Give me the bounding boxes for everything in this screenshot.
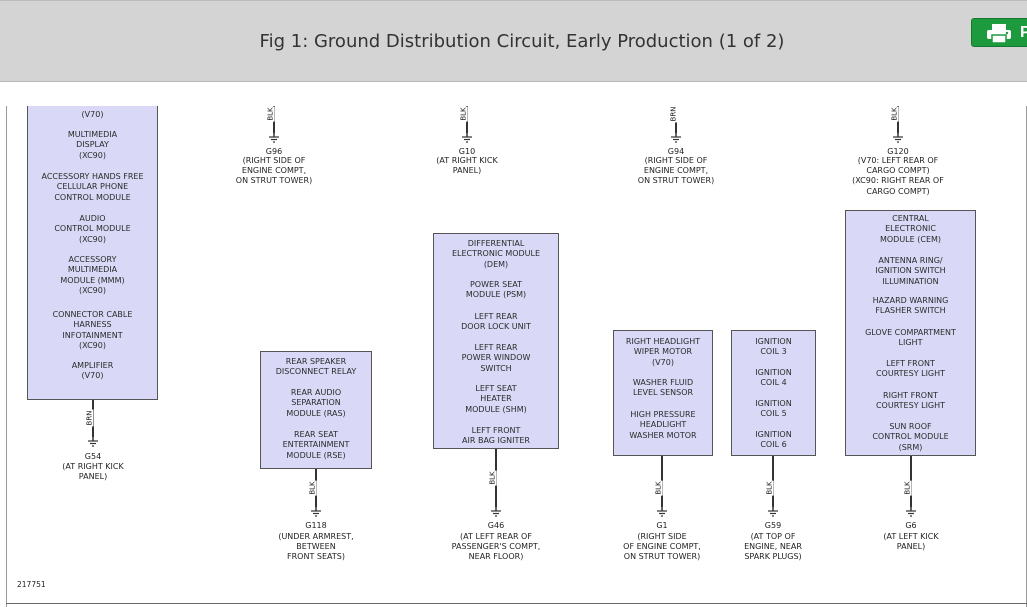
ground-location: (AT LEFT KICK PANEL) xyxy=(883,532,939,552)
component-label: LEFT REAR POWER WINDOW SWITCH xyxy=(461,343,531,373)
wire-color-label: BLK xyxy=(488,470,497,486)
component-label: GLOVE COMPARTMENT LIGHT xyxy=(865,328,956,348)
ground-id: G10 xyxy=(458,147,476,156)
ground-id: G46 xyxy=(487,521,505,530)
ground-id: G6 xyxy=(905,521,917,530)
printer-icon xyxy=(987,24,1011,44)
ground-id: G54 xyxy=(84,452,102,461)
component-label: AUDIO CONTROL MODULE (XC90) xyxy=(54,214,131,244)
ground-location: (AT RIGHT KICK PANEL) xyxy=(436,156,498,176)
component-label: WASHER FLUID LEVEL SENSOR xyxy=(632,378,694,398)
ground-location: (UNDER ARMREST, BETWEEN FRONT SEATS) xyxy=(278,532,354,562)
component-label: REAR SPEAKER DISCONNECT RELAY xyxy=(275,357,357,377)
ground-location: (RIGHT SIDE OF ENGINE COMPT, ON STRUT TO… xyxy=(637,156,715,186)
ground-symbol-icon xyxy=(491,507,501,517)
ground-location: (RIGHT SIDE OF ENGINE COMPT, ON STRUT TO… xyxy=(623,532,701,562)
ground-symbol-icon xyxy=(657,507,667,517)
component-label: REAR AUDIO SEPARATION MODULE (RAS) xyxy=(286,388,346,418)
wire-color-label: BLK xyxy=(266,106,275,122)
component-label: IGNITION COIL 3 xyxy=(755,337,792,357)
ground-id: G94 xyxy=(667,147,685,156)
component-label: LEFT SEAT HEATER MODULE (SHM) xyxy=(465,384,527,414)
component-label: ACCESSORY MULTIMEDIA MODULE (MMM) (XC90) xyxy=(60,255,125,295)
wire-color-label: BLK xyxy=(903,480,912,496)
component-label: HAZARD WARNING FLASHER SWITCH xyxy=(872,296,949,316)
ground-id: G118 xyxy=(305,521,327,530)
ground-location: (RIGHT SIDE OF ENGINE COMPT, ON STRUT TO… xyxy=(235,156,313,186)
ground-symbol-icon xyxy=(311,507,321,517)
component-label: CONNECTOR CABLE HARNESS INFOTAINMENT (XC… xyxy=(52,310,133,350)
component-label: REAR SEAT ENTERTAINMENT MODULE (RSE) xyxy=(282,430,350,460)
component-label: HIGH PRESSURE HEADLIGHT WASHER MOTOR xyxy=(629,410,697,440)
component-label: LEFT FRONT COURTESY LIGHT xyxy=(875,359,946,379)
ground-location: (AT RIGHT KICK PANEL) xyxy=(62,462,124,482)
component-box-headlight-washer: RIGHT HEADLIGHT WIPER MOTOR (V70) WASHER… xyxy=(613,330,713,456)
component-label: IGNITION COIL 5 xyxy=(755,399,792,419)
component-label: RIGHT FRONT COURTESY LIGHT xyxy=(875,391,946,411)
wire-color-label: BLK xyxy=(654,480,663,496)
ground-id: G120 xyxy=(887,147,909,156)
component-label: LEFT REAR DOOR LOCK UNIT xyxy=(461,312,531,332)
ground-symbol-icon xyxy=(269,133,279,143)
page-title: Fig 1: Ground Distribution Circuit, Earl… xyxy=(259,31,785,52)
component-box-rear-modules: DIFFERENTIAL ELECTRONIC MODULE (DEM) POW… xyxy=(433,233,559,449)
figure-number: 217751 xyxy=(17,580,46,589)
wire-color-label: BRN xyxy=(85,409,94,427)
ground-symbol-icon xyxy=(462,133,472,143)
ground-symbol-icon xyxy=(768,507,778,517)
ground-id: G1 xyxy=(656,521,668,530)
ground-symbol-icon xyxy=(906,507,916,517)
component-label: IGNITION COIL 4 xyxy=(755,368,792,388)
ground-symbol-icon xyxy=(671,133,681,143)
print-button-label: P xyxy=(1020,24,1027,41)
wiring-diagram: (V70) MULTIMEDIA DISPLAY (XC90) ACCESSOR… xyxy=(6,106,1027,607)
ground-symbol-icon xyxy=(88,437,98,447)
page-header: Fig 1: Ground Distribution Circuit, Earl… xyxy=(0,0,1027,82)
component-box-ignition-coils: IGNITION COIL 3 IGNITION COIL 4 IGNITION… xyxy=(731,330,816,456)
component-box-cem: CENTRAL ELECTRONIC MODULE (CEM) ANTENNA … xyxy=(845,210,976,456)
diagram-bottom-border xyxy=(6,603,1027,604)
component-label: AMPLIFIER (V70) xyxy=(71,361,114,381)
wire-color-label: BLK xyxy=(459,106,468,122)
print-button[interactable]: P xyxy=(971,18,1027,47)
component-label: CENTRAL ELECTRONIC MODULE (CEM) xyxy=(879,214,942,244)
component-label: ACCESSORY HANDS FREE CELLULAR PHONE CONT… xyxy=(41,172,144,202)
ground-id: G59 xyxy=(764,521,782,530)
component-label: MULTIMEDIA DISPLAY (XC90) xyxy=(67,130,118,160)
wire-color-label: BLK xyxy=(765,480,774,496)
ground-location: (AT TOP OF ENGINE, NEAR SPARK PLUGS) xyxy=(744,532,802,562)
component-label: POWER SEAT MODULE (PSM) xyxy=(465,280,527,300)
component-box-rear-audio: REAR SPEAKER DISCONNECT RELAY REAR AUDIO… xyxy=(260,351,372,469)
component-label: DIFFERENTIAL ELECTRONIC MODULE (DEM) xyxy=(451,239,541,269)
component-box-infotainment: (V70) MULTIMEDIA DISPLAY (XC90) ACCESSOR… xyxy=(27,106,158,400)
component-label: IGNITION COIL 6 xyxy=(755,430,792,450)
wire-color-label: BRN xyxy=(669,106,678,123)
component-label: (V70) xyxy=(81,110,104,119)
component-label: RIGHT HEADLIGHT WIPER MOTOR (V70) xyxy=(625,337,701,367)
wire-color-label: BLK xyxy=(890,106,899,122)
ground-location: (AT LEFT REAR OF PASSENGER'S COMPT, NEAR… xyxy=(451,532,541,562)
ground-symbol-icon xyxy=(893,133,903,143)
ground-id: G96 xyxy=(265,147,283,156)
component-label: ANTENNA RING/ IGNITION SWITCH ILLUMINATI… xyxy=(875,256,946,286)
ground-location: (V70: LEFT REAR OF CARGO COMPT) (XC90: R… xyxy=(852,156,944,196)
component-label: SUN ROOF CONTROL MODULE (SRM) xyxy=(872,422,949,452)
wire-color-label: BLK xyxy=(308,480,317,496)
component-label: LEFT FRONT AIR BAG IGNITER xyxy=(462,426,530,446)
